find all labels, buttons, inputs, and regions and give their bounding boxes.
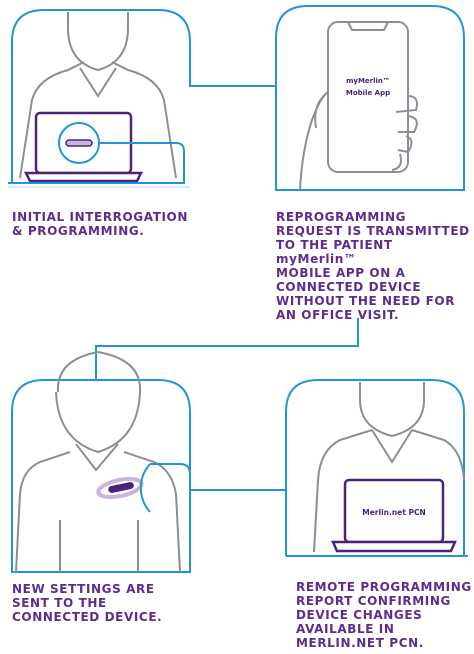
caption-line: & PROGRAMMING. bbox=[12, 224, 145, 238]
caption-line: REQUEST IS TRANSMITTED bbox=[276, 224, 470, 238]
connector-1-2 bbox=[189, 80, 276, 87]
step-2-caption: REPROGRAMMING REQUEST IS TRANSMITTED TO … bbox=[276, 210, 474, 322]
patient-figure bbox=[19, 12, 177, 179]
caption-line: AVAILABLE IN bbox=[296, 622, 395, 636]
caption-line: AN OFFICE VISIT. bbox=[276, 308, 400, 322]
panel-remote-report: Merlin.net PCN bbox=[285, 379, 468, 557]
step-3-caption: NEW SETTINGS ARE SENT TO THE CONNECTED D… bbox=[12, 582, 162, 624]
panel-2-frame bbox=[275, 5, 465, 191]
caption-line: REMOTE PROGRAMMING bbox=[296, 580, 472, 594]
caption-line: TO THE PATIENT myMerlin™ bbox=[276, 238, 393, 266]
caption-line: REPROGRAMMING bbox=[276, 210, 407, 224]
panel-1-link bbox=[8, 142, 185, 184]
panel-mobile-app: myMerlin™ Mobile App bbox=[275, 5, 465, 191]
laptop-icon: Merlin.net PCN bbox=[331, 478, 457, 553]
caption-line: SENT TO THE bbox=[12, 596, 107, 610]
panel-3-frame bbox=[11, 379, 191, 573]
caption-line: CONNECTED DEVICE bbox=[276, 280, 422, 294]
implant-icon bbox=[96, 463, 191, 513]
laptop-wand-icon bbox=[23, 111, 144, 183]
caption-line: CONNECTED DEVICE. bbox=[12, 610, 163, 624]
laptop-screen-label: Merlin.net PCN bbox=[362, 508, 425, 517]
caption-line: MOBILE APP ON A bbox=[276, 266, 406, 280]
phone-screen-line-2: Mobile App bbox=[346, 89, 390, 97]
patient-figure-2 bbox=[15, 351, 181, 573]
caption-line: INITIAL INTERROGATION bbox=[12, 210, 189, 224]
caption-line: MERLIN.NET PCN. bbox=[296, 636, 424, 650]
phone-icon: myMerlin™ Mobile App bbox=[327, 21, 409, 173]
phone-screen-line-1: myMerlin™ bbox=[346, 77, 390, 85]
caption-line: DEVICE CHANGES bbox=[296, 608, 423, 622]
panel-new-settings bbox=[11, 351, 191, 573]
caption-line: REPORT CONFIRMING bbox=[296, 594, 451, 608]
caption-line: WITHOUT THE NEED FOR bbox=[276, 294, 456, 308]
panel-1-frame bbox=[11, 9, 191, 183]
step-4-caption: REMOTE PROGRAMMING REPORT CONFIRMING DEV… bbox=[296, 580, 472, 650]
panel-4-frame bbox=[285, 379, 465, 556]
caption-line: NEW SETTINGS ARE bbox=[12, 582, 155, 596]
doctor-figure bbox=[313, 382, 465, 553]
panel-initial-interrogation bbox=[8, 9, 191, 188]
hand-outline bbox=[299, 91, 418, 191]
step-1-caption: INITIAL INTERROGATION & PROGRAMMING. bbox=[12, 210, 188, 238]
connector-2-3 bbox=[95, 318, 359, 380]
